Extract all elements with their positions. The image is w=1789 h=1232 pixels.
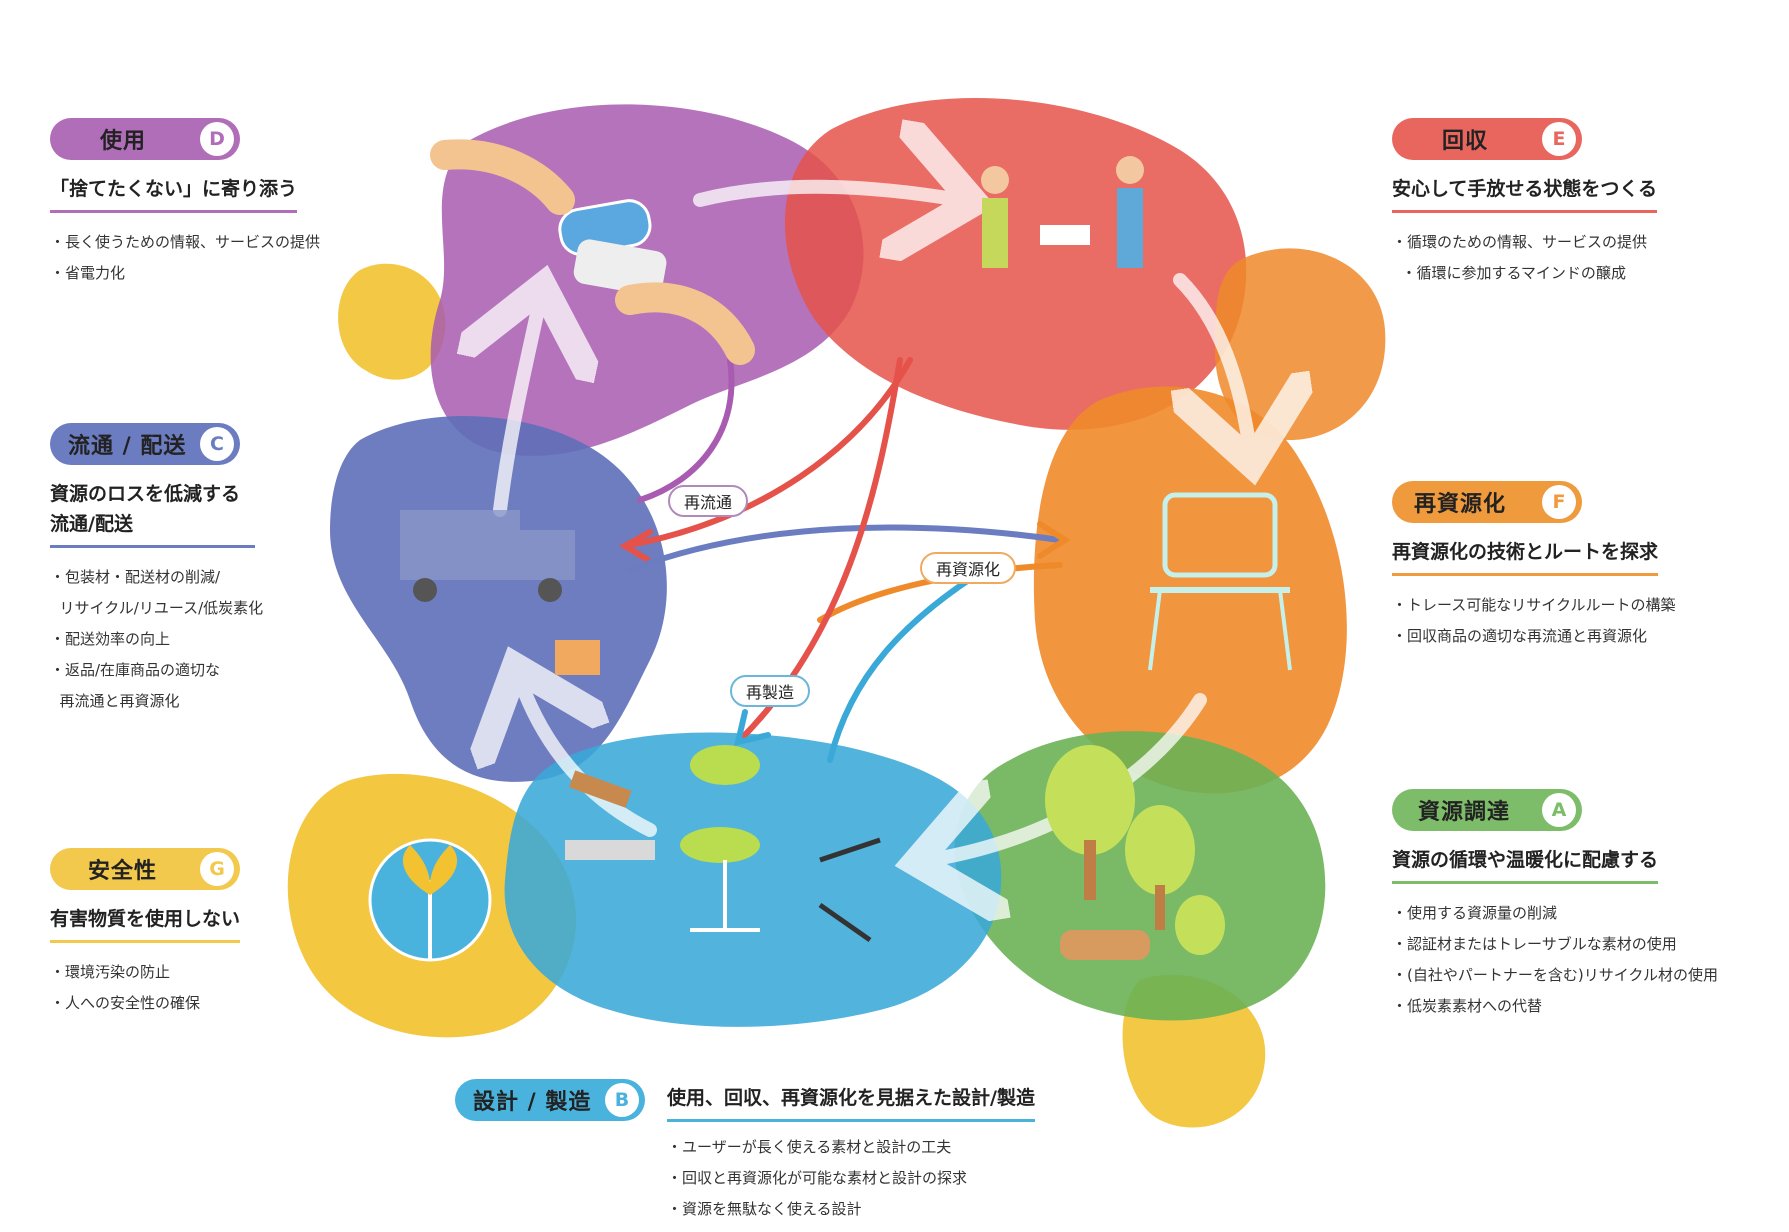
safety-subtitle: 有害物質を使用しない <box>50 904 241 943</box>
list-item: ・包装材・配送材の削減/ <box>50 568 221 586</box>
container-hands-icon <box>430 139 755 365</box>
manufacture-upflow-arrow <box>827 557 1003 763</box>
use-bullets: ・長く使うための情報、サービスの提供 ・省電力化 <box>50 227 320 289</box>
arrow-distribution-to-use <box>500 300 540 517</box>
distribution-subtitle-line-1: 資源のロスを低減する <box>50 483 241 505</box>
list-item: ・省電力化 <box>50 264 126 282</box>
manufacture-pill: 設計 / 製造 B <box>455 1079 645 1121</box>
safety-bullets: ・環境汚染の防止 ・人への安全性の確保 <box>50 957 240 1019</box>
list-item: ・ユーザーが長く使える素材と設計の工夫 <box>667 1138 952 1156</box>
use-redistribution-arrow <box>637 357 735 503</box>
globe-sprout-icon <box>368 838 492 962</box>
list-item: ・回収商品の適切な再流通と再資源化 <box>1392 627 1648 645</box>
remanufacture-label: 再製造 <box>730 675 811 707</box>
recycling-subtitle: 再資源化の技術とルートを探求 <box>1392 537 1659 576</box>
list-item: ・配送効率の向上 <box>50 630 171 648</box>
recycling-flow-arrow <box>627 524 1063 573</box>
delivery-truck-icon <box>400 510 600 675</box>
manufacture-title: 設計 / 製造 <box>473 1090 592 1115</box>
redistribution-arrowhead <box>619 529 653 563</box>
section-collection: 回収 E 安心して手放せる状態をつくる ・循環のための情報、サービスの提供 ・循… <box>1392 118 1658 289</box>
list-item: ・認証材またはトレーサブルな素材の使用 <box>1392 935 1677 953</box>
safety-letter: G <box>200 852 234 886</box>
distribution-pill: 流通 / 配送 C <box>50 423 240 465</box>
section-safety: 安全性 G 有害物質を使用しない ・環境汚染の防止 ・人への安全性の確保 <box>50 848 241 1019</box>
procurement-pill: 資源調達 A <box>1392 789 1582 831</box>
remanufacture-arrowhead <box>733 709 771 747</box>
procurement-bullets: ・使用する資源量の削減 ・認証材またはトレーサブルな素材の使用 ・(自社やパート… <box>1392 898 1718 1022</box>
collection-subtitle: 安心して手放せる状態をつくる <box>1392 174 1658 213</box>
use-subtitle: 「捨てたくない」に寄り添う <box>50 174 298 213</box>
redistribution-arrow <box>627 357 913 548</box>
collection-blob <box>784 97 1247 430</box>
use-accent-blob <box>338 263 446 380</box>
list-item: ・環境汚染の防止 <box>50 963 171 981</box>
arrow-manufacture-to-distribution <box>520 680 657 837</box>
list-item: ・(自社やパートナーを含む)リサイクル材の使用 <box>1392 966 1718 984</box>
list-item: ・人への安全性の確保 <box>50 994 201 1012</box>
distribution-letter: C <box>200 427 234 461</box>
collection-bullets: ・循環のための情報、サービスの提供 ・循環に参加するマインドの醸成 <box>1392 227 1657 289</box>
list-item: リサイクル/リユース/低炭素化 <box>50 599 264 617</box>
distribution-bullets: ・包装材・配送材の削減/ リサイクル/リユース/低炭素化 ・配送効率の向上 ・返… <box>50 562 263 717</box>
list-item: ・回収と再資源化が可能な素材と設計の探求 <box>667 1169 968 1187</box>
forest-icon <box>1045 745 1225 960</box>
manufacture-subtitle: 使用、回収、再資源化を見据えた設計/製造 <box>667 1083 1035 1122</box>
list-item: ・長く使うための情報、サービスの提供 <box>50 233 321 251</box>
distribution-subtitle: 資源のロスを低減する 流通/配送 <box>50 479 255 548</box>
list-item: ・使用する資源量の削減 <box>1392 904 1558 922</box>
orange-recycling-arrow <box>817 562 1063 623</box>
manufacture-blob <box>504 732 1002 1027</box>
recycling-bullets: ・トレース可能なリサイクルルートの構築 ・回収商品の適切な再流通と再資源化 <box>1392 590 1676 652</box>
collection-letter: E <box>1542 122 1576 156</box>
procurement-title: 資源調達 <box>1418 800 1511 825</box>
collection-title: 回収 <box>1442 129 1489 154</box>
list-item: ・循環のための情報、サービスの提供 <box>1392 233 1648 251</box>
use-letter: D <box>200 122 234 156</box>
use-title: 使用 <box>100 129 147 154</box>
list-item: ・循環に参加するマインドの醸成 <box>1392 264 1626 282</box>
manufacture-letter: B <box>605 1083 639 1117</box>
arrow-collection-to-recycling <box>1180 273 1250 450</box>
list-item: ・資源を無駄なく使える設計 <box>667 1200 862 1218</box>
section-recycling: 再資源化 F 再資源化の技術とルートを探求 ・トレース可能なリサイクルルートの構… <box>1392 481 1676 652</box>
arrow-use-to-collection <box>693 187 960 200</box>
recycling-label: 再資源化 <box>920 552 1017 584</box>
recycling-flow-arrowhead <box>1037 521 1071 559</box>
distribution-title: 流通 / 配送 <box>68 434 187 459</box>
recycling-pill: 再資源化 F <box>1392 481 1582 523</box>
distribution-subtitle-line-2: 流通/配送 <box>50 513 133 535</box>
list-item: ・低炭素素材への代替 <box>1392 997 1543 1015</box>
redistribution-label: 再流通 <box>668 485 749 517</box>
procurement-subtitle: 資源の循環や温暖化に配慮する <box>1392 845 1659 884</box>
section-procurement: 資源調達 A 資源の循環や温暖化に配慮する ・使用する資源量の削減 ・認証材また… <box>1392 789 1718 1022</box>
list-item: ・トレース可能なリサイクルルートの構築 <box>1392 596 1676 614</box>
list-item: 再流通と再資源化 <box>50 692 180 710</box>
tools-chair-icon <box>565 745 881 943</box>
list-item: ・返品/在庫商品の適切な <box>50 661 221 679</box>
procurement-letter: A <box>1542 793 1576 827</box>
recycling-title: 再資源化 <box>1414 492 1507 517</box>
section-manufacture: 設計 / 製造 B 使用、回収、再資源化を見据えた設計/製造 ・ユーザーが長く使… <box>455 1079 1035 1225</box>
collection-pill: 回収 E <box>1392 118 1582 160</box>
safety-title: 安全性 <box>88 859 158 884</box>
chair-icon <box>1148 492 1292 671</box>
use-pill: 使用 D <box>50 118 240 160</box>
handover-people-icon <box>981 156 1144 268</box>
section-use: 使用 D 「捨てたくない」に寄り添う ・長く使うための情報、サービスの提供 ・省… <box>50 118 320 289</box>
recycling-letter: F <box>1542 485 1576 519</box>
safety-pill: 安全性 G <box>50 848 240 890</box>
manufacture-bullets: ・ユーザーが長く使える素材と設計の工夫 ・回収と再資源化が可能な素材と設計の探求… <box>667 1132 1035 1225</box>
section-distribution: 流通 / 配送 C 資源のロスを低減する 流通/配送 ・包装材・配送材の削減/ … <box>50 423 263 717</box>
